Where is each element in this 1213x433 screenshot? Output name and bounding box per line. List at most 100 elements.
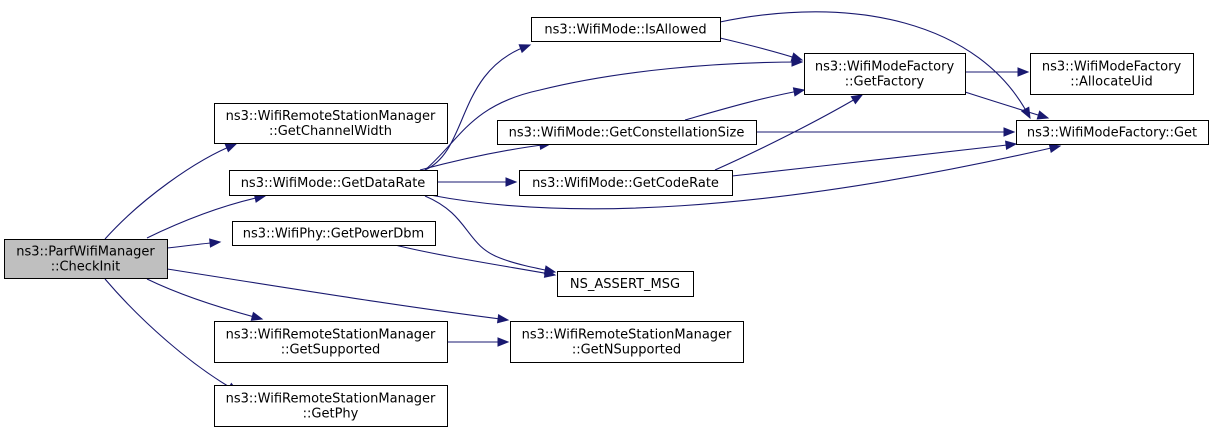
- node-box: [214, 103, 448, 144]
- edge-getcoderate-to-get: [731, 140, 1018, 177]
- edge-getfactory-to-allocateuid: [965, 67, 1030, 77]
- edge-getdatarate-to-isallowed: [424, 44, 532, 171]
- node-nsassertmsg[interactable]: NS_ASSERT_MSG: [557, 271, 694, 297]
- node-label: ns3::WifiPhy::GetPowerDbm: [243, 227, 424, 242]
- node-getchannelwidth[interactable]: ns3::WifiRemoteStationManager::GetChanne…: [214, 103, 448, 144]
- edge-getdatarate-to-get: [429, 143, 1062, 210]
- edge-root-to-getpowerdbm: [166, 238, 222, 249]
- node-box: [1016, 120, 1209, 145]
- edge-line: [166, 268, 509, 321]
- edge-arrowhead: [224, 143, 238, 153]
- edge-arrowhead: [1017, 67, 1030, 77]
- call-graph-nodes: ns3::ParfWifiManager::CheckInitns3::Wifi…: [4, 17, 1209, 427]
- node-getpowerdbm[interactable]: ns3::WifiPhy::GetPowerDbm: [232, 221, 436, 246]
- edge-arrowhead: [518, 44, 532, 54]
- edge-arrowhead: [1036, 110, 1050, 120]
- node-label: ns3::WifiModeFactory::Get: [1027, 126, 1197, 141]
- edge-line: [424, 44, 531, 171]
- node-label: ns3::WifiRemoteStationManager: [522, 328, 732, 343]
- node-label: NS_ASSERT_MSG: [570, 277, 680, 292]
- edge-line: [424, 61, 803, 171]
- node-box: [214, 385, 448, 427]
- node-label: ns3::WifiRemoteStationManager: [226, 392, 436, 407]
- edge-line: [429, 145, 1061, 210]
- node-getphy[interactable]: ns3::WifiRemoteStationManager::GetPhy: [214, 385, 448, 427]
- node-box: [804, 53, 966, 95]
- node-label: ::GetChannelWidth: [269, 124, 392, 139]
- edge-arrowhead: [790, 52, 804, 62]
- edge-line: [964, 91, 1049, 119]
- edge-getdatarate-to-getfactory: [424, 57, 804, 171]
- edge-line: [146, 278, 263, 320]
- node-label: ::GetFactory: [845, 75, 925, 90]
- edge-line: [684, 89, 805, 121]
- node-label: ns3::WifiRemoteStationManager: [226, 328, 436, 343]
- edge-line: [719, 37, 803, 61]
- node-label: ns3::WifiMode::IsAllowed: [544, 23, 706, 38]
- node-label: ::GetNSupported: [572, 343, 681, 358]
- edge-getcoderate-to-getfactory: [714, 94, 864, 171]
- edge-line: [424, 195, 556, 273]
- edge-arrowhead: [850, 94, 864, 105]
- node-box: [214, 321, 448, 363]
- node-label: ::CheckInit: [51, 260, 121, 275]
- node-label: ::GetSupported: [281, 343, 381, 358]
- node-label: ns3::WifiMode::GetConstellationSize: [509, 126, 745, 141]
- node-label: ns3::WifiMode::GetDataRate: [241, 176, 426, 191]
- edge-line: [394, 244, 556, 276]
- edge-getdatarate-to-getcoderate: [437, 177, 518, 187]
- node-box: [1030, 53, 1194, 95]
- edge-getconstellationsize-to-get: [756, 127, 1016, 137]
- node-label: ns3::WifiRemoteStationManager: [226, 109, 436, 124]
- edge-getpowerdbm-to-nsassertmsg: [394, 244, 557, 278]
- edge-root-to-getsupported: [146, 278, 264, 321]
- node-getfactory[interactable]: ns3::WifiModeFactory::GetFactory: [804, 53, 966, 95]
- edge-line: [719, 11, 1031, 119]
- edge-root-to-getchannelwidth: [104, 143, 238, 240]
- node-label: ::GetPhy: [303, 407, 359, 422]
- edge-line: [146, 195, 266, 239]
- edge-line: [104, 278, 239, 393]
- edge-arrowhead: [792, 87, 806, 97]
- node-root: ns3::ParfWifiManager::CheckInit: [4, 239, 168, 279]
- edge-arrowhead: [250, 311, 264, 321]
- edge-root-to-getdatarate: [146, 193, 267, 239]
- node-box: [232, 221, 436, 246]
- node-box: [4, 239, 168, 279]
- node-box: [519, 170, 733, 196]
- edge-arrowhead: [497, 337, 510, 347]
- edge-line: [419, 143, 551, 171]
- node-box: [229, 170, 438, 196]
- edge-line: [714, 94, 863, 171]
- node-label: ns3::ParfWifiManager: [16, 245, 155, 260]
- edge-arrowhead: [209, 238, 222, 248]
- edge-line: [104, 143, 237, 240]
- node-box: [497, 120, 757, 145]
- edge-arrowhead: [1003, 127, 1016, 137]
- call-graph-edges: [104, 11, 1062, 393]
- edge-root-to-getnsupported: [166, 268, 510, 324]
- edge-arrowhead: [1005, 140, 1018, 150]
- node-getcoderate[interactable]: ns3::WifiMode::GetCodeRate: [519, 170, 733, 196]
- node-box: [510, 321, 744, 363]
- edge-arrowhead: [496, 313, 510, 324]
- node-getconstellationsize[interactable]: ns3::WifiMode::GetConstellationSize: [497, 120, 757, 145]
- edge-arrowhead: [543, 268, 557, 278]
- node-getsupported[interactable]: ns3::WifiRemoteStationManager::GetSuppor…: [214, 321, 448, 363]
- node-label: ns3::WifiModeFactory: [1042, 60, 1182, 75]
- edge-arrowhead: [1048, 143, 1062, 153]
- node-getnsupported[interactable]: ns3::WifiRemoteStationManager::GetNSuppo…: [510, 321, 744, 363]
- node-allocateuid[interactable]: ns3::WifiModeFactory::AllocateUid: [1030, 53, 1194, 95]
- node-box: [531, 17, 721, 42]
- edge-arrowhead: [505, 177, 518, 187]
- node-label: ::AllocateUid: [1070, 75, 1152, 90]
- node-get[interactable]: ns3::WifiModeFactory::Get: [1016, 120, 1209, 145]
- node-box: [557, 271, 694, 297]
- edge-line: [731, 143, 1017, 177]
- edge-getconstellationsize-to-getfactory: [684, 87, 806, 121]
- edge-getfactory-to-get: [964, 91, 1050, 120]
- node-isallowed[interactable]: ns3::WifiMode::IsAllowed: [531, 17, 721, 42]
- node-label: ns3::WifiMode::GetCodeRate: [532, 176, 719, 191]
- node-getdatarate[interactable]: ns3::WifiMode::GetDataRate: [229, 170, 438, 196]
